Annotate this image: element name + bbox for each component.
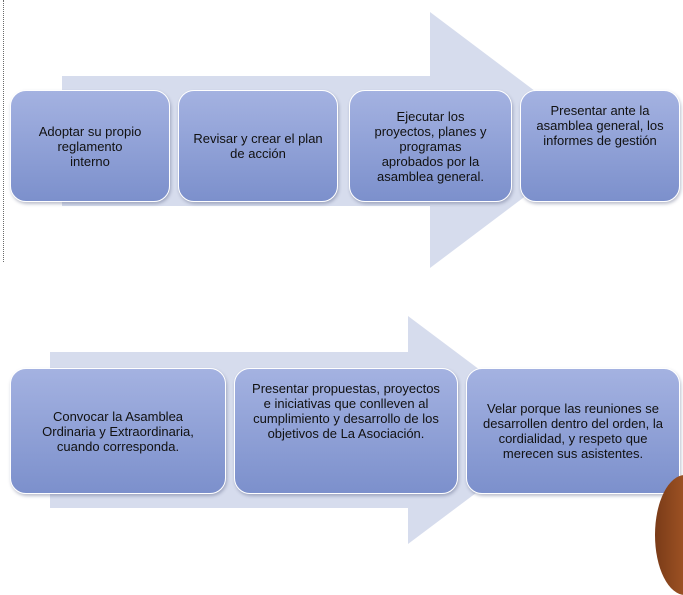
step-velar-reuniones: Velar porque las reuniones se desarrolle…	[466, 368, 680, 494]
step-ejecutar-proyectos: Ejecutar los proyectos, planes y program…	[349, 90, 512, 202]
step-label: Velar porque las reuniones se desarrolle…	[483, 401, 663, 461]
dotted-margin-line	[3, 0, 4, 262]
step-revisar-plan: Revisar y crear el plan de acción	[178, 90, 338, 202]
step-label: Revisar y crear el plan de acción	[193, 131, 323, 161]
step-label: Adoptar su propio reglamento interno	[38, 123, 142, 169]
step-convocar-asamblea: Convocar la Asamblea Ordinaria y Extraor…	[10, 368, 226, 494]
step-presentar-informes: Presentar ante la asamblea general, los …	[520, 90, 680, 202]
step-label: Convocar la Asamblea Ordinaria y Extraor…	[42, 408, 194, 454]
step-label: Ejecutar los proyectos, planes y program…	[374, 108, 487, 184]
step-presentar-propuestas: Presentar propuestas, proyectos e inicia…	[234, 368, 458, 494]
step-label: Presentar propuestas, proyectos e inicia…	[252, 381, 440, 441]
step-label: Presentar ante la asamblea general, los …	[536, 103, 664, 148]
step-adoptar-reglamento: Adoptar su propio reglamento interno	[10, 90, 170, 202]
